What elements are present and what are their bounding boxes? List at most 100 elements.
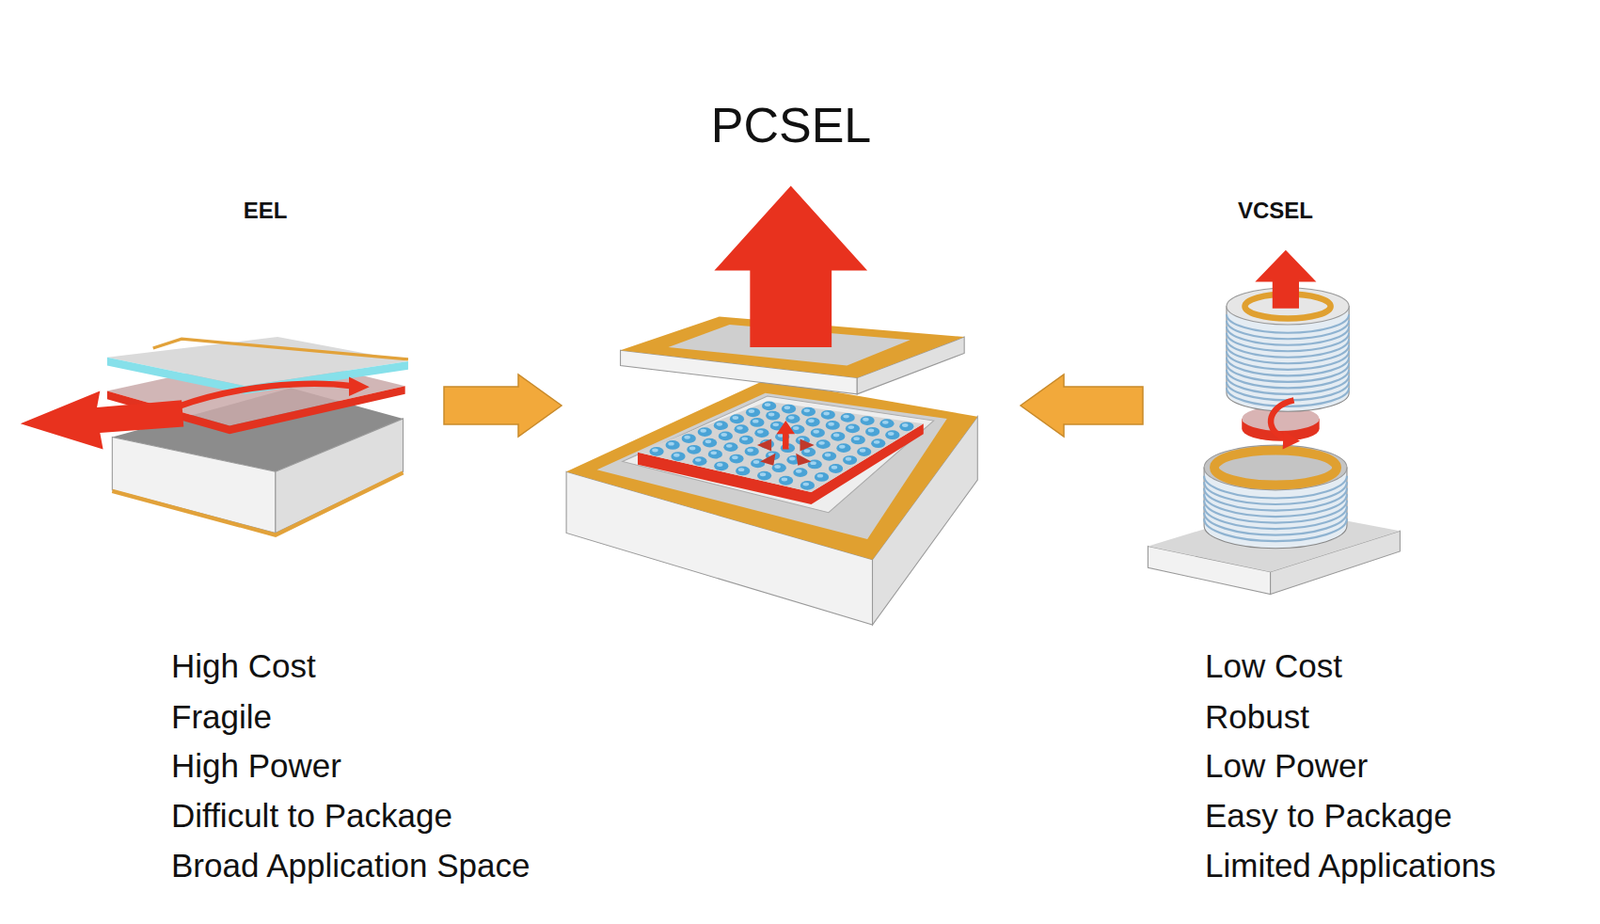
- illustration-shape: [792, 426, 800, 430]
- device-label: PCSEL: [711, 97, 872, 155]
- illustration-shape: [859, 448, 867, 453]
- flow-arrow-shape: [1020, 374, 1143, 437]
- illustration-shape: [1226, 345, 1349, 365]
- illustration-shape: [781, 404, 796, 414]
- illustration-shape: [1226, 381, 1349, 401]
- illustration-shape: [812, 429, 820, 434]
- flow-arrow: [1020, 374, 1143, 437]
- illustration-shape: [760, 472, 767, 476]
- illustration-shape: [776, 420, 796, 449]
- illustration-shape: [748, 409, 756, 413]
- illustration-shape: [153, 338, 409, 360]
- illustration-shape: [713, 185, 868, 347]
- illustration-shape: [731, 455, 739, 460]
- illustration-shape: [728, 454, 744, 464]
- illustration-shape: [622, 396, 935, 513]
- illustration-shape: [801, 407, 816, 417]
- illustration-shape: [734, 424, 749, 434]
- illustration-shape: [814, 472, 829, 482]
- property-text: High Cost: [171, 645, 317, 687]
- illustration-shape: [810, 427, 825, 438]
- illustration-shape: [716, 422, 724, 427]
- illustration-shape: [845, 457, 853, 461]
- illustration-shape: [784, 405, 792, 410]
- flow-arrow: [443, 374, 562, 437]
- illustration-shape: [1226, 338, 1349, 358]
- property-text: Low Cost: [1204, 645, 1343, 687]
- illustration-shape: [839, 444, 846, 449]
- illustration-shape: [824, 453, 832, 458]
- illustration-shape: [637, 400, 924, 492]
- illustration-shape: [716, 462, 724, 467]
- illustration-shape: [695, 458, 702, 462]
- illustration-shape: [744, 446, 760, 457]
- illustration-shape: [665, 440, 681, 450]
- illustration-shape: [807, 418, 815, 423]
- illustration-shape: [1226, 350, 1349, 370]
- illustration-shape: [805, 417, 820, 428]
- illustration-shape: [788, 415, 795, 420]
- illustration-shape: [817, 474, 824, 478]
- illustration-shape: [831, 465, 839, 470]
- illustration-shape: [827, 422, 835, 427]
- illustration-shape: [836, 443, 851, 453]
- illustration-shape: [1226, 326, 1349, 346]
- illustration-shape: [778, 475, 793, 486]
- illustration-shape: [746, 447, 754, 452]
- property-text: High Power: [171, 744, 342, 787]
- illustration-shape: [711, 450, 718, 455]
- illustration-shape: [830, 431, 845, 442]
- illustration-shape: [757, 439, 772, 452]
- illustration-shape: [111, 472, 403, 535]
- illustration-shape: [768, 411, 776, 416]
- illustration-shape: [902, 423, 909, 428]
- illustration-shape: [738, 467, 745, 472]
- illustration-shape: [873, 440, 881, 444]
- illustration-shape: [107, 336, 409, 386]
- illustration-shape: [670, 451, 685, 461]
- property-text: Fragile: [171, 696, 272, 738]
- vcsel-device: [1147, 250, 1400, 595]
- illustration-shape: [792, 467, 808, 477]
- illustration-shape: [885, 429, 900, 440]
- illustration-shape: [868, 428, 875, 433]
- illustration-shape: [1283, 430, 1300, 450]
- illustration-shape: [795, 469, 803, 474]
- mirror-stripes: [1226, 314, 1349, 407]
- illustration-shape: [713, 460, 729, 471]
- illustration-shape: [729, 413, 745, 424]
- illustration-shape: [862, 417, 870, 422]
- illustration-shape: [871, 438, 886, 448]
- eel-device-panel: EEL: [18, 188, 444, 546]
- illustration-shape: [764, 402, 772, 407]
- eel-device: [20, 336, 409, 536]
- illustration-shape: [1203, 506, 1347, 529]
- illustration-shape: [757, 429, 764, 434]
- illustration-shape: [20, 391, 185, 450]
- illustration-shape: [736, 426, 744, 430]
- illustration-shape: [821, 410, 836, 420]
- illustration-shape: [686, 444, 701, 455]
- property-text: Difficult to Package: [171, 794, 453, 837]
- illustration-shape: [111, 436, 276, 533]
- illustration-shape: [842, 414, 850, 419]
- illustration-shape: [865, 427, 880, 437]
- illustration-shape: [1203, 444, 1347, 491]
- illustration-shape: [828, 463, 843, 474]
- illustration-shape: [823, 411, 830, 416]
- flow-arrow-shape: [443, 374, 562, 437]
- illustration-shape: [735, 466, 750, 476]
- illustration-shape: [749, 417, 764, 428]
- illustration-shape: [757, 471, 772, 481]
- illustration-shape: [726, 443, 733, 448]
- illustration-shape: [1226, 332, 1349, 352]
- illustration-shape: [692, 456, 707, 466]
- illustration-shape: [772, 462, 787, 473]
- illustration-shape: [842, 455, 857, 465]
- illustration-shape: [745, 407, 761, 417]
- illustration-shape: [753, 459, 761, 464]
- illustration-shape: [781, 476, 789, 481]
- illustration-shape: [795, 453, 811, 466]
- illustration-shape: [800, 439, 815, 452]
- illustration-shape: [720, 432, 728, 437]
